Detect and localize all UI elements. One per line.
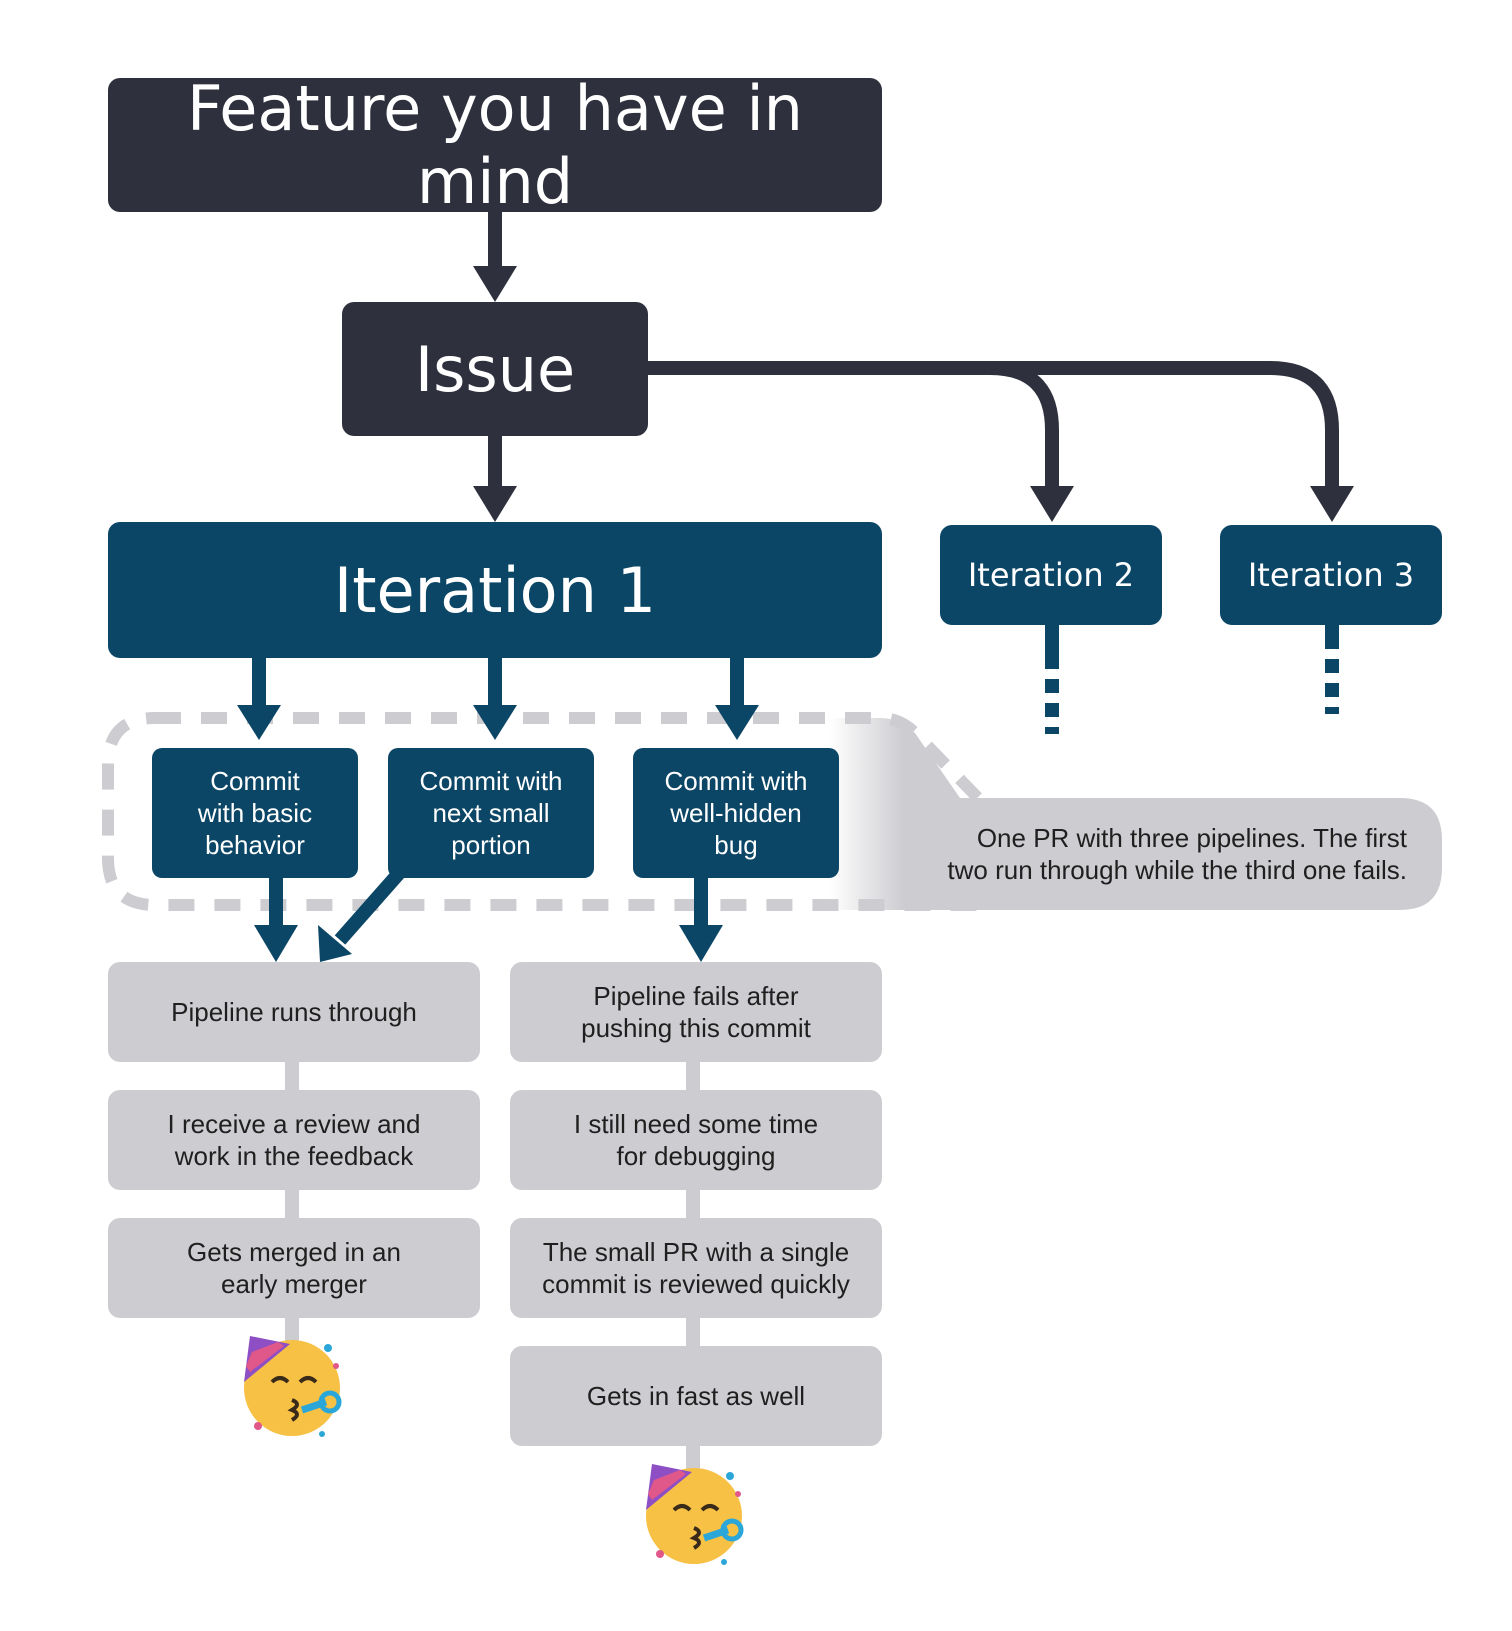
commit-2-label: Commit with next small portion	[419, 766, 563, 860]
pr-note-text: One PR with three pipelines. The first t…	[947, 823, 1407, 885]
right-step-1: Pipeline fails after pushing this commit	[510, 962, 882, 1062]
left-step-2: I receive a review and work in the feedb…	[108, 1090, 480, 1190]
right-step-3-text: The small PR with a single commit is rev…	[542, 1237, 850, 1299]
arrow-iteration-commit1	[252, 658, 266, 710]
issue-box: Issue	[342, 302, 648, 436]
iteration-1-box: Iteration 1	[108, 522, 882, 658]
issue-label: Issue	[414, 332, 576, 406]
arrow-issue-iteration2	[640, 361, 1059, 495]
right-step-1-text: Pipeline fails after pushing this commit	[581, 981, 811, 1043]
arrow-head-iteration-commit3	[715, 705, 759, 740]
feature-box: Feature you have in mind	[108, 72, 882, 218]
right-step-3: The small PR with a single commit is rev…	[510, 1218, 882, 1318]
arrow-feature-issue	[488, 210, 502, 280]
commit-3-label: Commit with well-hidden bug	[664, 766, 808, 860]
arrow-head-iteration-commit2	[473, 705, 517, 740]
arrow-issue-iteration3	[980, 361, 1339, 495]
arrow-head-iteration-commit1	[237, 705, 281, 740]
right-step-4-text: Gets in fast as well	[586, 1381, 806, 1411]
arrow-head-commit3-pipeline	[679, 925, 723, 962]
arrow-commit2-pipeline	[334, 867, 406, 945]
party-face-icon	[646, 1464, 744, 1565]
arrow-head-commit2-pipeline	[318, 925, 352, 962]
left-step-1-text: Pipeline runs through	[171, 997, 417, 1027]
iteration-3-label: Iteration 3	[1247, 556, 1415, 594]
arrow-iteration-commit3	[730, 658, 744, 710]
pr-note-bubble	[830, 718, 1442, 910]
left-step-3-text: Gets merged in an early merger	[187, 1237, 401, 1299]
arrow-head-issue-iteration2	[1030, 486, 1074, 522]
right-step-2: I still need some time for debugging	[510, 1090, 882, 1190]
pr-note: One PR with three pipelines. The first t…	[905, 798, 1425, 910]
arrow-head-feature-issue	[473, 266, 517, 302]
iteration-2-label: Iteration 2	[967, 556, 1135, 594]
commit-1-box: Commit with basic behavior	[152, 748, 358, 878]
left-step-3: Gets merged in an early merger	[108, 1218, 480, 1318]
arrow-issue-iteration1	[488, 430, 502, 496]
arrow-head-commit1-pipeline	[254, 925, 298, 962]
right-step-4: Gets in fast as well	[510, 1346, 882, 1446]
arrow-iteration-commit2	[488, 658, 502, 710]
commit-3-box: Commit with well-hidden bug	[633, 748, 839, 878]
iteration-3-box: Iteration 3	[1220, 525, 1442, 625]
left-step-2-text: I receive a review and work in the feedb…	[167, 1109, 421, 1171]
arrow-head-issue-iteration3	[1310, 486, 1354, 522]
iteration-2-box: Iteration 2	[940, 525, 1162, 625]
commit-2-box: Commit with next small portion	[388, 748, 594, 878]
iteration-1-label: Iteration 1	[333, 553, 657, 627]
party-face-icon	[244, 1336, 342, 1437]
commit-1-label: Commit with basic behavior	[197, 766, 313, 860]
left-step-1: Pipeline runs through	[108, 962, 480, 1062]
arrow-head-issue-iteration1	[473, 486, 517, 522]
arrow-commit3-pipeline	[694, 875, 708, 930]
arrow-commit1-pipeline	[269, 875, 283, 930]
right-step-2-text: I still need some time for debugging	[573, 1109, 819, 1171]
feature-label: Feature you have in mind	[187, 72, 803, 218]
